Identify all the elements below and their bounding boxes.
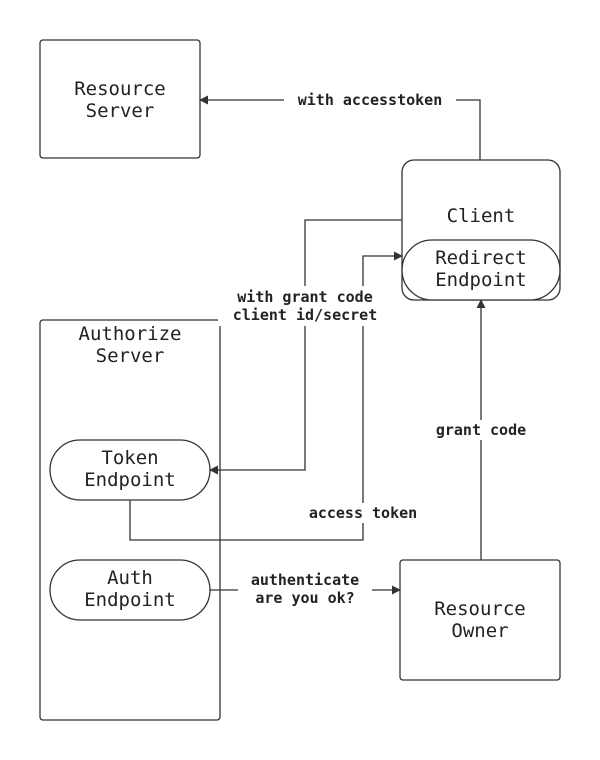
authorize-server-label-line1: Authorize xyxy=(79,323,182,345)
resource-server-label-line2: Server xyxy=(86,100,155,122)
authorize-server-label-line2: Server xyxy=(96,345,165,367)
resource-owner-node: Resource Owner xyxy=(399,559,561,681)
edge-label-access-token: access token xyxy=(309,504,417,522)
edge-with-accesstoken: with accesstoken xyxy=(199,90,481,160)
edge-label-grant-request-line1: with grant code xyxy=(237,288,372,306)
resource-owner-label-line2: Owner xyxy=(451,620,508,642)
edge-label-authenticate-line2: are you ok? xyxy=(255,589,354,607)
edge-label-grant-code: grant code xyxy=(436,421,526,439)
redirect-endpoint-label-line1: Redirect xyxy=(435,247,527,269)
resource-server-node: Resource Server xyxy=(39,39,201,159)
token-endpoint-node: Token Endpoint xyxy=(49,439,211,501)
redirect-endpoint-label-line2: Endpoint xyxy=(435,269,527,291)
auth-endpoint-label-line1: Auth xyxy=(107,567,153,589)
edge-grant-request-label: with grant code client id/secret xyxy=(218,286,392,326)
edge-grant-request xyxy=(209,219,402,475)
redirect-endpoint-node: Redirect Endpoint xyxy=(401,239,561,301)
auth-endpoint-label-line2: Endpoint xyxy=(84,589,176,611)
resource-server-label-line1: Resource xyxy=(74,78,166,100)
resource-owner-label-line1: Resource xyxy=(434,598,526,620)
token-endpoint-label-line2: Endpoint xyxy=(84,469,176,491)
edge-authenticate: authenticate are you ok? xyxy=(210,570,401,608)
client-label: Client xyxy=(447,205,516,227)
edge-label-authenticate-line1: authenticate xyxy=(251,571,359,589)
edge-label-grant-request-line2: client id/secret xyxy=(233,306,378,324)
edge-label-with-accesstoken: with accesstoken xyxy=(298,91,443,109)
edge-grant-code: grant code xyxy=(420,299,542,560)
token-endpoint-label-line1: Token xyxy=(101,447,158,469)
edge-access-token: access token xyxy=(129,251,430,541)
auth-endpoint-node: Auth Endpoint xyxy=(49,559,211,621)
